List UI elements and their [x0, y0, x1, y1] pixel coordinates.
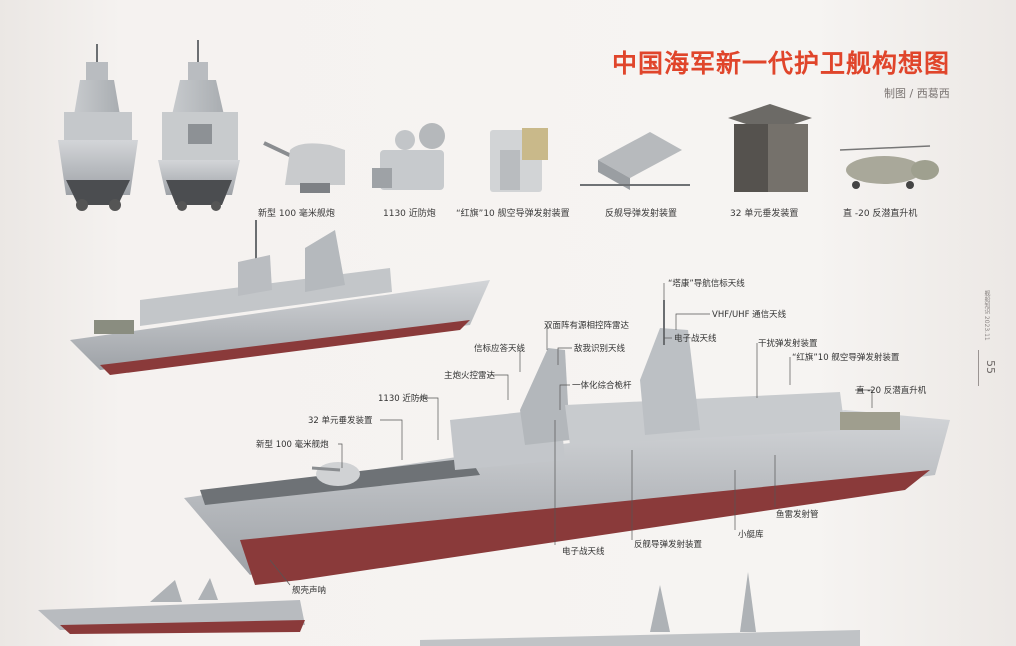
- callout-vhf-uhf: VHF/UHF 通信天线: [712, 310, 787, 320]
- main-ship-illustration: [184, 300, 950, 585]
- perspective-ship-upper: [70, 220, 490, 375]
- caption-anti-ship-launcher: 反舰导弹发射装置: [605, 209, 678, 219]
- ciws-icon: [372, 123, 445, 190]
- magazine-meta: 舰船知识 2023.11: [983, 290, 990, 341]
- side-view-ship: [38, 578, 305, 634]
- page-number-divider: [978, 350, 979, 386]
- naval-gun-icon: [263, 141, 345, 193]
- callout-integrated-mast: 一体化综合桅杆: [572, 381, 632, 391]
- callout-leaders: [269, 283, 873, 586]
- callout-hull-sonar: 舰壳声呐: [292, 586, 327, 596]
- caption-ciws: 1130 近防炮: [383, 209, 436, 219]
- front-view-ship: [58, 44, 138, 211]
- page-title: 中国海军新一代护卫舰构想图: [612, 49, 951, 78]
- callout-hq10: “红旗”10 舰空导弹发射装置: [792, 353, 900, 363]
- callout-boat-bay: 小艇库: [738, 530, 764, 540]
- callout-anti-ship-launcher: 反舰导弹发射装置: [634, 540, 703, 550]
- callout-vls: 32 单元垂发装置: [308, 416, 373, 426]
- callout-naval-gun: 新型 100 毫米舰炮: [256, 440, 329, 450]
- caption-vls: 32 单元垂发装置: [730, 209, 799, 219]
- rear-view-ship: [158, 40, 240, 211]
- missile-launcher-icon: [490, 128, 548, 192]
- callout-aesa-radar: 双面阵有源相控阵雷达: [544, 321, 630, 331]
- callout-tacan: “塔康”导航信标天线: [668, 279, 745, 289]
- callout-decoy-launcher: 干扰弹发射装置: [758, 339, 818, 349]
- vls-icon: [728, 104, 812, 192]
- illustration-credit: 制图 / 西葛西: [884, 87, 950, 100]
- anti-ship-launcher-icon: [580, 132, 690, 190]
- callout-ew-lower: 电子战天线: [562, 547, 605, 557]
- caption-helicopter: 直 -20 反潜直升机: [843, 209, 918, 219]
- callout-iff: 敌我识别天线: [574, 344, 626, 354]
- page-number: 55: [984, 360, 997, 374]
- callout-ciws: 1130 近防炮: [378, 394, 428, 404]
- callout-fire-control-radar: 主炮火控雷达: [444, 371, 496, 381]
- callout-torpedo-tubes: 鱼雷发射管: [776, 510, 819, 520]
- caption-naval-gun: 新型 100 毫米舰炮: [258, 209, 335, 219]
- caption-hq10-launcher: “红旗”10 舰空导弹发射装置: [456, 209, 570, 219]
- callout-transponder: 信标应答天线: [474, 344, 526, 354]
- helicopter-icon: [839, 145, 939, 189]
- callout-helicopter: 直 -20 反潜直升机: [856, 386, 927, 396]
- callout-ew-upper: 电子战天线: [674, 334, 717, 344]
- bottom-ship-partial: [420, 572, 860, 646]
